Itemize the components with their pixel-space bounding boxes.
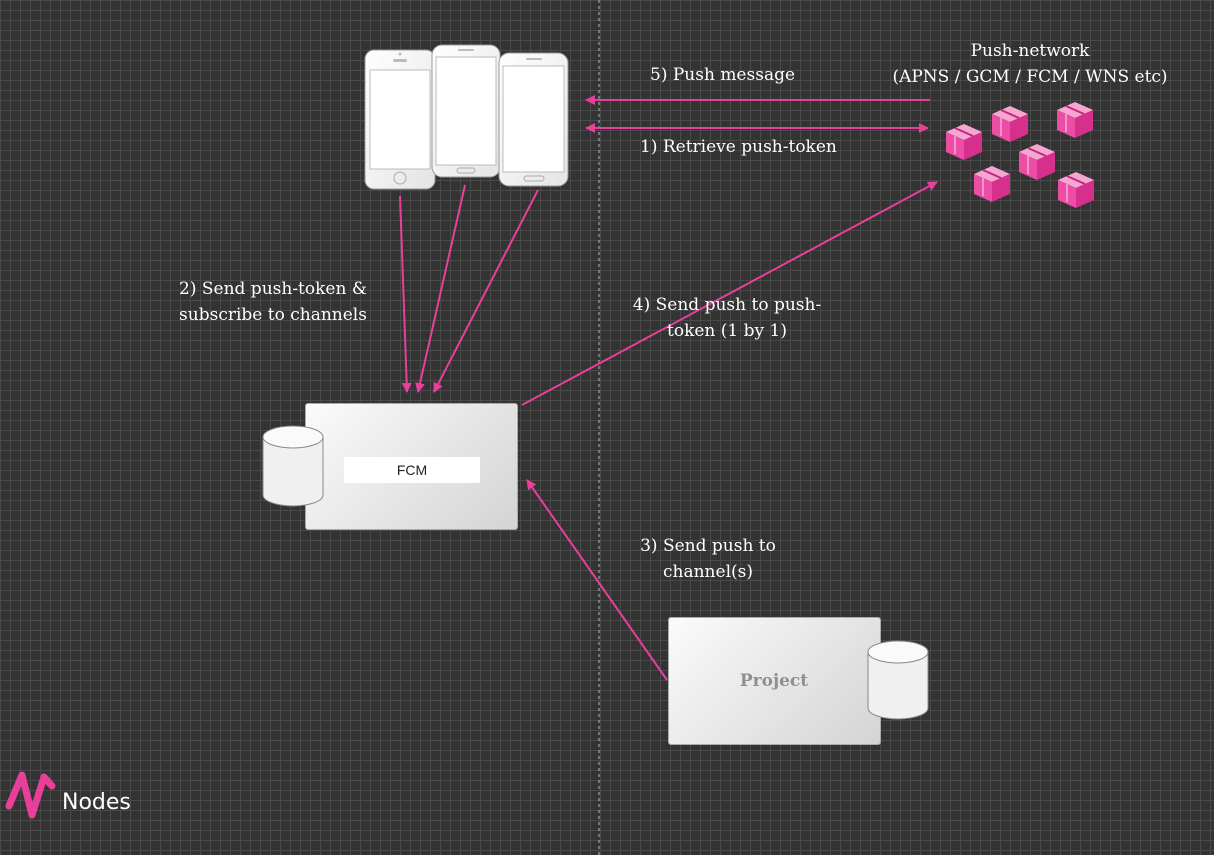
label-push-network-line2: (APNS / GCM / FCM / WNS etc) [892,67,1168,87]
nodes-logo-icon [5,771,56,819]
brand-name: Nodes [62,790,131,815]
label-step3-line2: channel(s) [663,562,753,582]
arrow-phone2-to-fcm [415,184,466,393]
label-step4-line2: token (1 by 1) [667,321,787,341]
arrow-phone3-to-fcm [433,189,539,393]
label-step1: 1) Retrieve push-token [640,137,837,157]
label-step4: 4) Send push to push- token (1 by 1) [612,292,842,344]
package-icon [1057,171,1095,209]
package-icon [1018,143,1056,181]
label-step3-line1: 3) Send push to [640,536,776,556]
label-step2-line2: subscribe to channels [179,305,367,325]
package-icon [945,123,983,161]
project-node: Project [668,617,881,745]
fcm-database-icon [262,425,324,507]
fcm-node: FCM [305,403,518,530]
arrow-fcm-to-network [521,181,938,406]
label-push-network: Push-network (APNS / GCM / FCM / WNS etc… [862,38,1198,90]
label-push-network-line1: Push-network [970,41,1090,61]
arrow-project-to-fcm [526,479,668,681]
label-step2: 2) Send push-token & subscribe to channe… [160,276,386,328]
phone-icon [498,52,569,187]
arrows [399,95,938,681]
arrow-phone1-to-fcm [399,195,412,393]
package-icon [1056,101,1094,139]
package-icon [973,165,1011,203]
project-label: Project [739,671,809,691]
label-step3: 3) Send push to channel(s) [620,533,796,585]
push-network-packages [945,101,1095,209]
label-step5: 5) Push message [650,65,796,85]
project-database-icon [867,640,929,720]
package-icon [991,105,1029,143]
label-step2-line1: 2) Send push-token & [179,279,367,299]
phones-group [364,44,569,190]
label-step4-line1: 4) Send push to push- [632,295,822,315]
fcm-label: FCM [344,457,480,483]
phone-icon [364,49,436,190]
phone-icon [431,44,501,178]
